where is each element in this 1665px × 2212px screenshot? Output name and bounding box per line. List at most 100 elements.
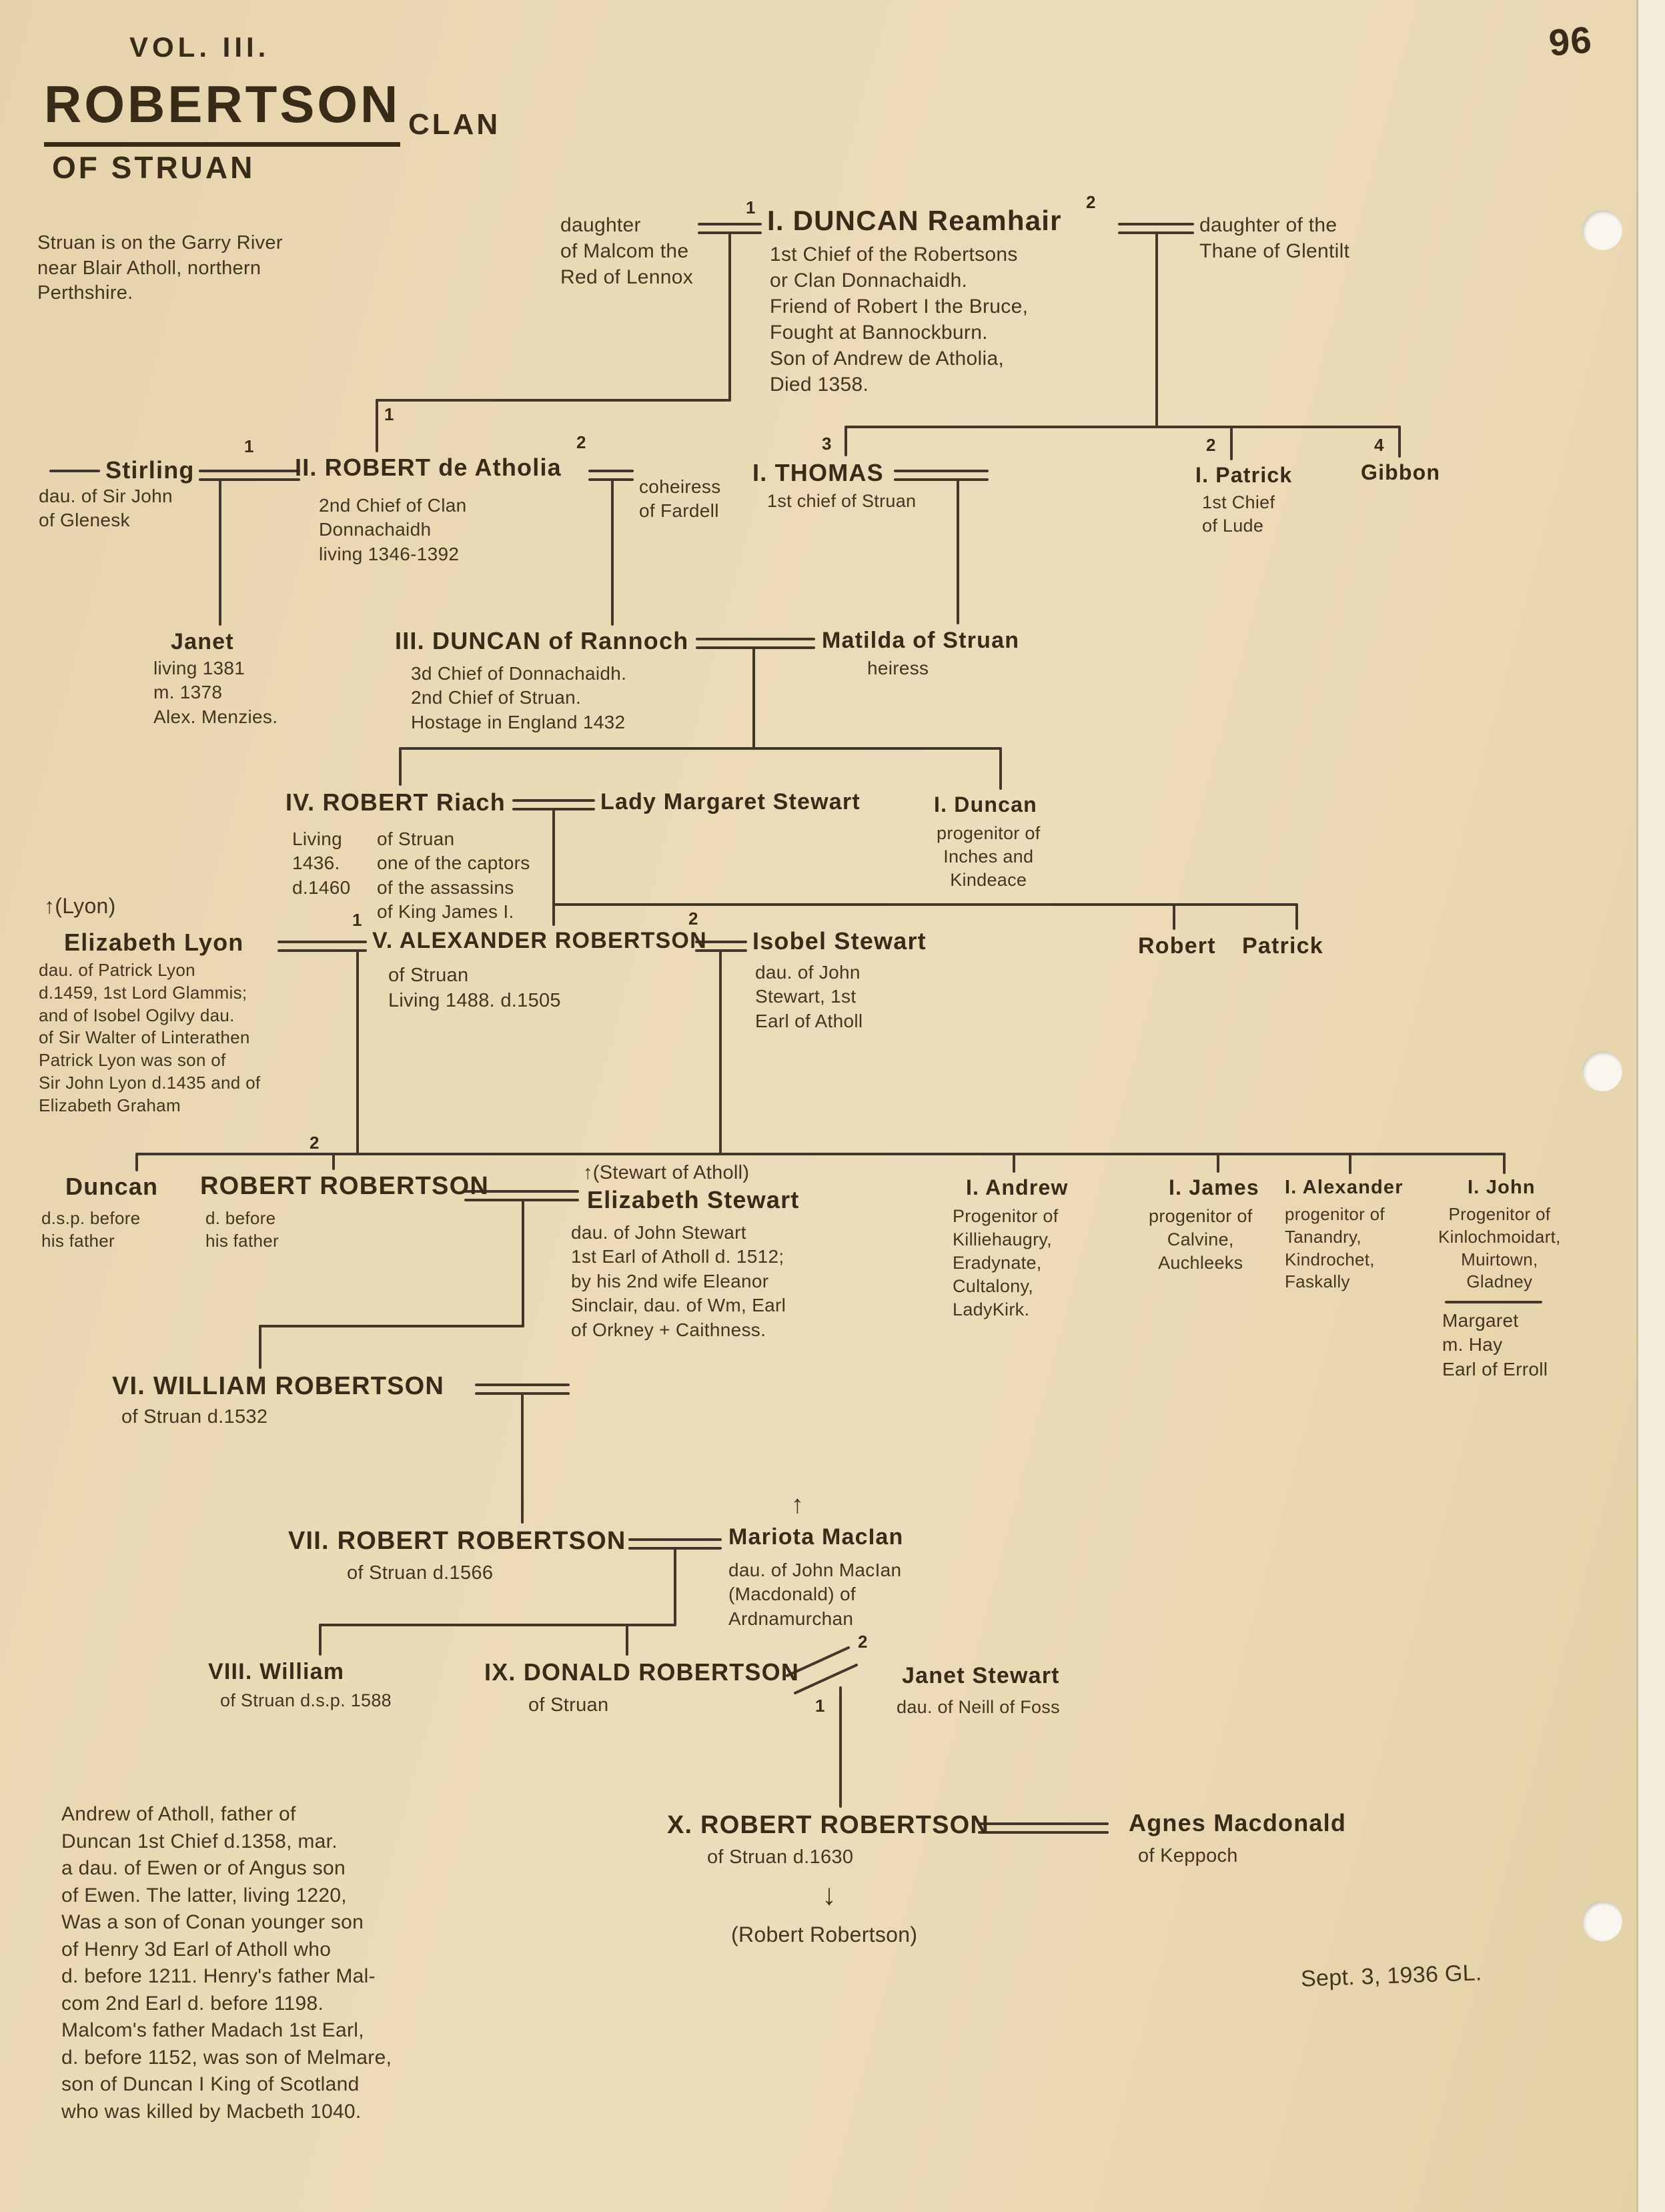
node-janet-stewart-name: Janet Stewart bbox=[902, 1663, 1060, 1688]
node-alexander-cadet-note: progenitor of Tanandry, Kindrochet, Fask… bbox=[1285, 1204, 1385, 1292]
node-robert2-name: II. ROBERT de Atholia bbox=[295, 454, 562, 481]
node-alexander5-note: of Struan Living 1488. d.1505 bbox=[388, 965, 561, 1011]
node-robert6-name: ROBERT ROBERTSON bbox=[200, 1172, 489, 1200]
node-duncan1-note: 1st Chief of the Robertsons or Clan Donn… bbox=[770, 243, 1029, 396]
node-wife-fardell: coheiress of Fardell bbox=[639, 476, 721, 522]
mark-alexander5-marriage2: 2 bbox=[688, 909, 698, 929]
node-duncan3-name: III. DUNCAN of Rannoch bbox=[395, 627, 689, 654]
node-gibbon-name: Gibbon bbox=[1361, 460, 1441, 484]
punch-hole-bottom bbox=[1582, 1901, 1622, 1941]
mark-donald9-marriage1: 1 bbox=[815, 1696, 825, 1716]
punch-hole-middle bbox=[1582, 1051, 1622, 1091]
node-robert10-note: of Struan d.1630 bbox=[707, 1846, 854, 1868]
punch-hole-top bbox=[1582, 210, 1622, 250]
node-robert-son-name: Robert bbox=[1138, 933, 1216, 959]
node-mariota-note: dau. of John MacIan (Macdonald) of Ardna… bbox=[728, 1560, 902, 1629]
marriage-line-duncan1-lennox bbox=[698, 223, 762, 234]
mark-duncan-marriage2: 2 bbox=[1086, 192, 1096, 212]
node-margaret-stewart-name: Lady Margaret Stewart bbox=[600, 789, 861, 814]
node-duncan3-note: 3d Chief of Donnachaidh. 2nd Chief of St… bbox=[411, 663, 627, 732]
node-james-name: I. James bbox=[1169, 1175, 1259, 1199]
mark-donald9-marriage2: 2 bbox=[858, 1632, 868, 1652]
node-john-cadet-note: Progenitor of Kinlochmoidart, Muirtown, … bbox=[1438, 1204, 1561, 1292]
node-isobel-stewart-name: Isobel Stewart bbox=[752, 927, 927, 955]
node-robert10-name: X. ROBERT ROBERTSON bbox=[667, 1811, 990, 1839]
node-william6-name: VI. WILLIAM ROBERTSON bbox=[112, 1372, 445, 1400]
node-elizabeth-lyon-note: dau. of Patrick Lyon d.1459, 1st Lord Gl… bbox=[39, 960, 261, 1115]
footnote-paragraph: Andrew of Atholl, father of Duncan 1st C… bbox=[61, 1803, 392, 2123]
node-robert4-note-right: of Struan one of the captors of the assa… bbox=[377, 828, 530, 923]
node-thomas1-name: I. THOMAS bbox=[752, 459, 884, 486]
node-robert2-note: 2nd Chief of Clan Donnachaidh living 134… bbox=[319, 495, 467, 564]
marriage-line-donald9-janet bbox=[786, 1646, 858, 1694]
node-patrick1-note: 1st Chief of Lude bbox=[1202, 492, 1275, 536]
marriage-line-duncan1-glentilt bbox=[1118, 223, 1194, 234]
node-duncan-inches-name: I. Duncan bbox=[934, 792, 1037, 816]
mark-patrick-birth: 2 bbox=[1206, 435, 1216, 455]
mark-thomas-birth: 3 bbox=[822, 434, 832, 454]
mark-gibbon-birth: 4 bbox=[1374, 435, 1384, 455]
marriage-line-alexander5-lyon bbox=[278, 941, 367, 952]
node-thomas1-note: 1st chief of Struan bbox=[767, 491, 917, 511]
node-robert10-heir: (Robert Robertson) bbox=[731, 1922, 918, 1947]
node-william8-name: VIII. William bbox=[208, 1659, 345, 1684]
node-mariota-name: Mariota MacIan bbox=[728, 1524, 904, 1550]
node-patrick-son-name: Patrick bbox=[1242, 933, 1323, 959]
node-duncan1-name: I. DUNCAN Reamhair bbox=[767, 205, 1062, 236]
node-duncan6-name: Duncan bbox=[65, 1173, 159, 1200]
mark-robert2-birth: 1 bbox=[384, 404, 394, 424]
node-margaret-hay: Margaret m. Hay Earl of Erroll bbox=[1442, 1310, 1548, 1379]
mark-robert6-birth: 2 bbox=[310, 1133, 320, 1153]
node-agnes-name: Agnes Macdonald bbox=[1129, 1809, 1347, 1836]
node-elizabeth-lyon-name: Elizabeth Lyon bbox=[64, 929, 244, 956]
node-duncan6-note: d.s.p. before his father bbox=[41, 1208, 141, 1251]
node-duncan-inches-note: progenitor of Inches and Kindeace bbox=[937, 823, 1041, 891]
node-matilda-note: heiress bbox=[867, 658, 929, 678]
location-note: Struan is on the Garry River near Blair … bbox=[37, 232, 283, 304]
node-robert4-note-left: Living 1436. d.1460 bbox=[292, 828, 351, 898]
node-james-note: progenitor of Calvine, Auchleeks bbox=[1149, 1206, 1253, 1273]
page-edge bbox=[1636, 0, 1665, 2212]
node-robert4-name: IV. ROBERT Riach bbox=[286, 788, 506, 816]
node-janet-stewart-note: dau. of Neill of Foss bbox=[897, 1697, 1060, 1717]
page-title: ROBERTSON bbox=[44, 71, 401, 147]
node-janet-note: living 1381 m. 1378 Alex. Menzies. bbox=[153, 658, 278, 727]
node-elizabeth-lyon-tag: ↑(Lyon) bbox=[44, 894, 116, 918]
marriage-line-robert2-stirling bbox=[199, 470, 300, 481]
node-elizabeth-stewart-tag: ↑(Stewart of Atholl) bbox=[583, 1162, 750, 1183]
page-title-suffix: CLAN bbox=[408, 108, 501, 141]
marriage-line-robert10-agnes bbox=[978, 1822, 1109, 1834]
node-stirling-name: Stirling bbox=[105, 456, 195, 484]
volume-label: VOL. III. bbox=[129, 31, 270, 63]
node-donald9-note: of Struan bbox=[528, 1694, 609, 1716]
marriage-line-robert2-fardell bbox=[588, 470, 634, 481]
node-patrick1-name: I. Patrick bbox=[1195, 463, 1293, 487]
mark-alexander5-marriage1: 1 bbox=[352, 910, 362, 930]
node-wife-lennox: daughter of Malcom the Red of Lennox bbox=[560, 214, 694, 288]
node-elizabeth-stewart-name: Elizabeth Stewart bbox=[587, 1186, 800, 1213]
marriage-line-duncan3-matilda bbox=[696, 638, 815, 649]
mark-duncan-marriage1: 1 bbox=[746, 197, 756, 217]
node-robert7-name: VII. ROBERT ROBERTSON bbox=[288, 1527, 626, 1555]
node-elizabeth-stewart-note: dau. of John Stewart 1st Earl of Atholl … bbox=[571, 1222, 786, 1340]
node-robert7-note: of Struan d.1566 bbox=[347, 1562, 494, 1584]
node-robert6-note: d. before his father bbox=[205, 1208, 279, 1251]
node-janet-name: Janet bbox=[171, 629, 234, 654]
node-donald9-name: IX. DONALD ROBERTSON bbox=[484, 1658, 800, 1686]
node-andrew-note: Progenitor of Killiehaugry, Eradynate, C… bbox=[953, 1206, 1059, 1320]
node-alexander-cadet-name: I. Alexander bbox=[1285, 1177, 1404, 1198]
node-william6-note: of Struan d.1532 bbox=[121, 1406, 268, 1428]
marriage-line-thomas1 bbox=[894, 470, 989, 481]
node-matilda-name: Matilda of Struan bbox=[822, 628, 1020, 653]
node-john-cadet-name: I. John bbox=[1468, 1177, 1536, 1198]
heir-arrow-icon: ↓ bbox=[822, 1878, 837, 1911]
node-mariota-tag: ↑ bbox=[791, 1491, 804, 1519]
node-agnes-note: of Keppoch bbox=[1138, 1845, 1238, 1866]
page-number: 96 bbox=[1547, 18, 1594, 64]
node-stirling-note: dau. of Sir John of Glenesk bbox=[39, 486, 173, 531]
mark-robert2-marriage2: 2 bbox=[576, 432, 586, 452]
page-subtitle: OF STRUAN bbox=[52, 150, 255, 185]
date-signature: Sept. 3, 1936 GL. bbox=[1300, 1960, 1483, 1992]
